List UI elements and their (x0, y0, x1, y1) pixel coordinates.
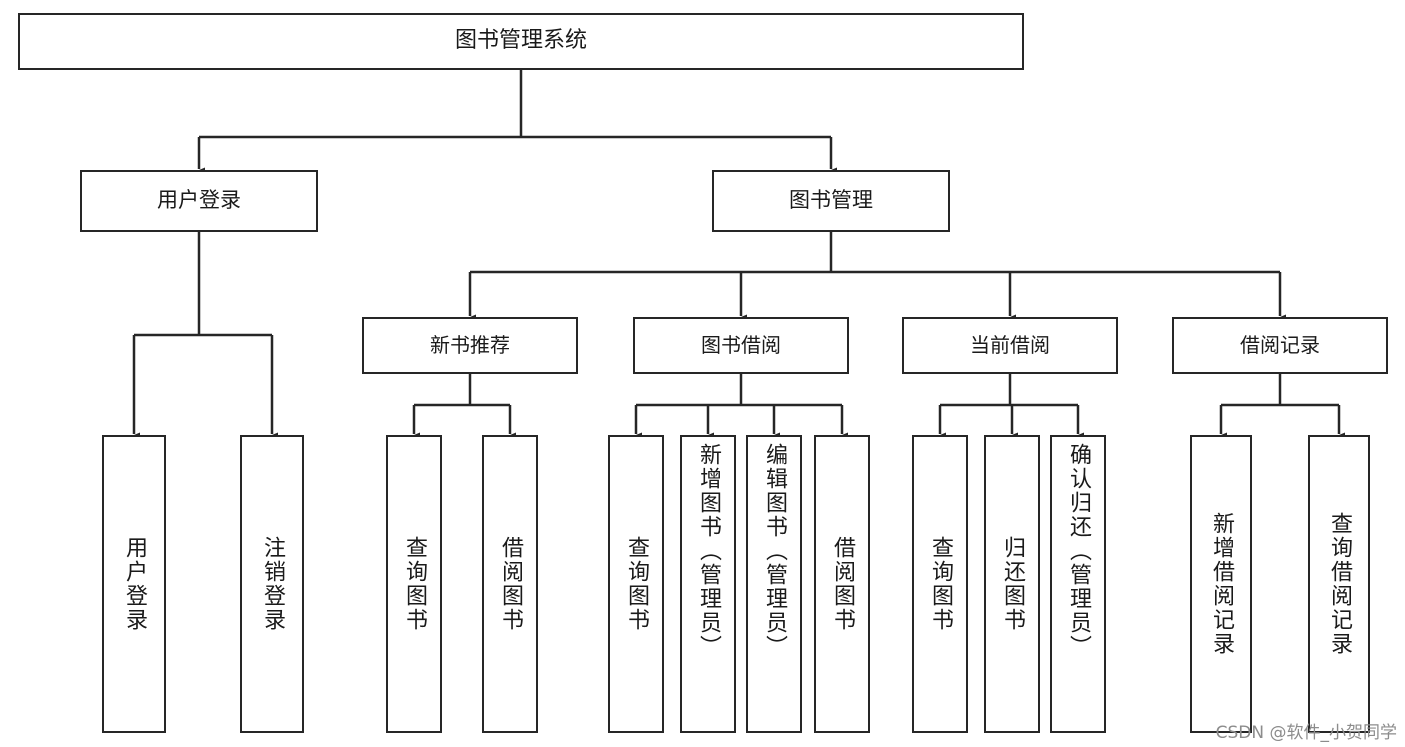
node-leaf-query-book-1[interactable]: 查询图书 (386, 435, 442, 733)
node-label-leaf-confirm-ret: 确认归还（管理员） (1066, 443, 1091, 659)
node-user-login[interactable]: 用户登录 (80, 170, 318, 232)
node-label-borrow-record: 借阅记录 (1240, 333, 1320, 358)
node-leaf-query-record[interactable]: 查询借阅记录 (1308, 435, 1370, 733)
node-leaf-user-logout[interactable]: 注销登录 (240, 435, 304, 733)
node-label-book-manage: 图书管理 (789, 188, 873, 213)
node-label-leaf-user-login: 用户登录 (122, 536, 147, 632)
node-label-leaf-add-book: 新增图书（管理员） (696, 443, 721, 659)
node-label-book-borrow: 图书借阅 (701, 333, 781, 358)
node-leaf-edit-book[interactable]: 编辑图书（管理员） (746, 435, 802, 733)
node-label-leaf-borrow-book-1: 借阅图书 (498, 536, 523, 632)
node-leaf-add-record[interactable]: 新增借阅记录 (1190, 435, 1252, 733)
node-borrow-record[interactable]: 借阅记录 (1172, 317, 1388, 374)
node-label-leaf-borrow-book-2: 借阅图书 (830, 536, 855, 632)
node-root[interactable]: 图书管理系统 (18, 13, 1024, 70)
node-label-leaf-return-book: 归还图书 (1000, 536, 1025, 632)
node-book-manage[interactable]: 图书管理 (712, 170, 950, 232)
node-current-borrow[interactable]: 当前借阅 (902, 317, 1118, 374)
node-leaf-borrow-book-2[interactable]: 借阅图书 (814, 435, 870, 733)
node-new-book-rec[interactable]: 新书推荐 (362, 317, 578, 374)
node-label-leaf-query-record: 查询借阅记录 (1327, 512, 1352, 656)
node-label-leaf-query-book-2: 查询图书 (624, 536, 649, 632)
node-leaf-user-login[interactable]: 用户登录 (102, 435, 166, 733)
node-label-leaf-edit-book: 编辑图书（管理员） (762, 443, 787, 659)
node-leaf-add-book[interactable]: 新增图书（管理员） (680, 435, 736, 733)
node-leaf-return-book[interactable]: 归还图书 (984, 435, 1040, 733)
node-leaf-query-book-3[interactable]: 查询图书 (912, 435, 968, 733)
node-label-new-book-rec: 新书推荐 (430, 333, 510, 358)
watermark-text: CSDN @软件_小贺同学 (1215, 723, 1397, 743)
node-label-user-login: 用户登录 (157, 188, 241, 213)
node-label-current-borrow: 当前借阅 (970, 333, 1050, 358)
node-leaf-confirm-ret[interactable]: 确认归还（管理员） (1050, 435, 1106, 733)
connector-paths (128, 70, 1345, 443)
node-label-root: 图书管理系统 (454, 28, 587, 54)
node-label-leaf-add-record: 新增借阅记录 (1209, 512, 1234, 656)
node-label-leaf-query-book-3: 查询图书 (928, 536, 953, 632)
node-label-leaf-user-logout: 注销登录 (260, 536, 285, 632)
node-leaf-borrow-book-1[interactable]: 借阅图书 (482, 435, 538, 733)
node-label-leaf-query-book-1: 查询图书 (402, 536, 427, 632)
node-book-borrow[interactable]: 图书借阅 (633, 317, 849, 374)
node-leaf-query-book-2[interactable]: 查询图书 (608, 435, 664, 733)
